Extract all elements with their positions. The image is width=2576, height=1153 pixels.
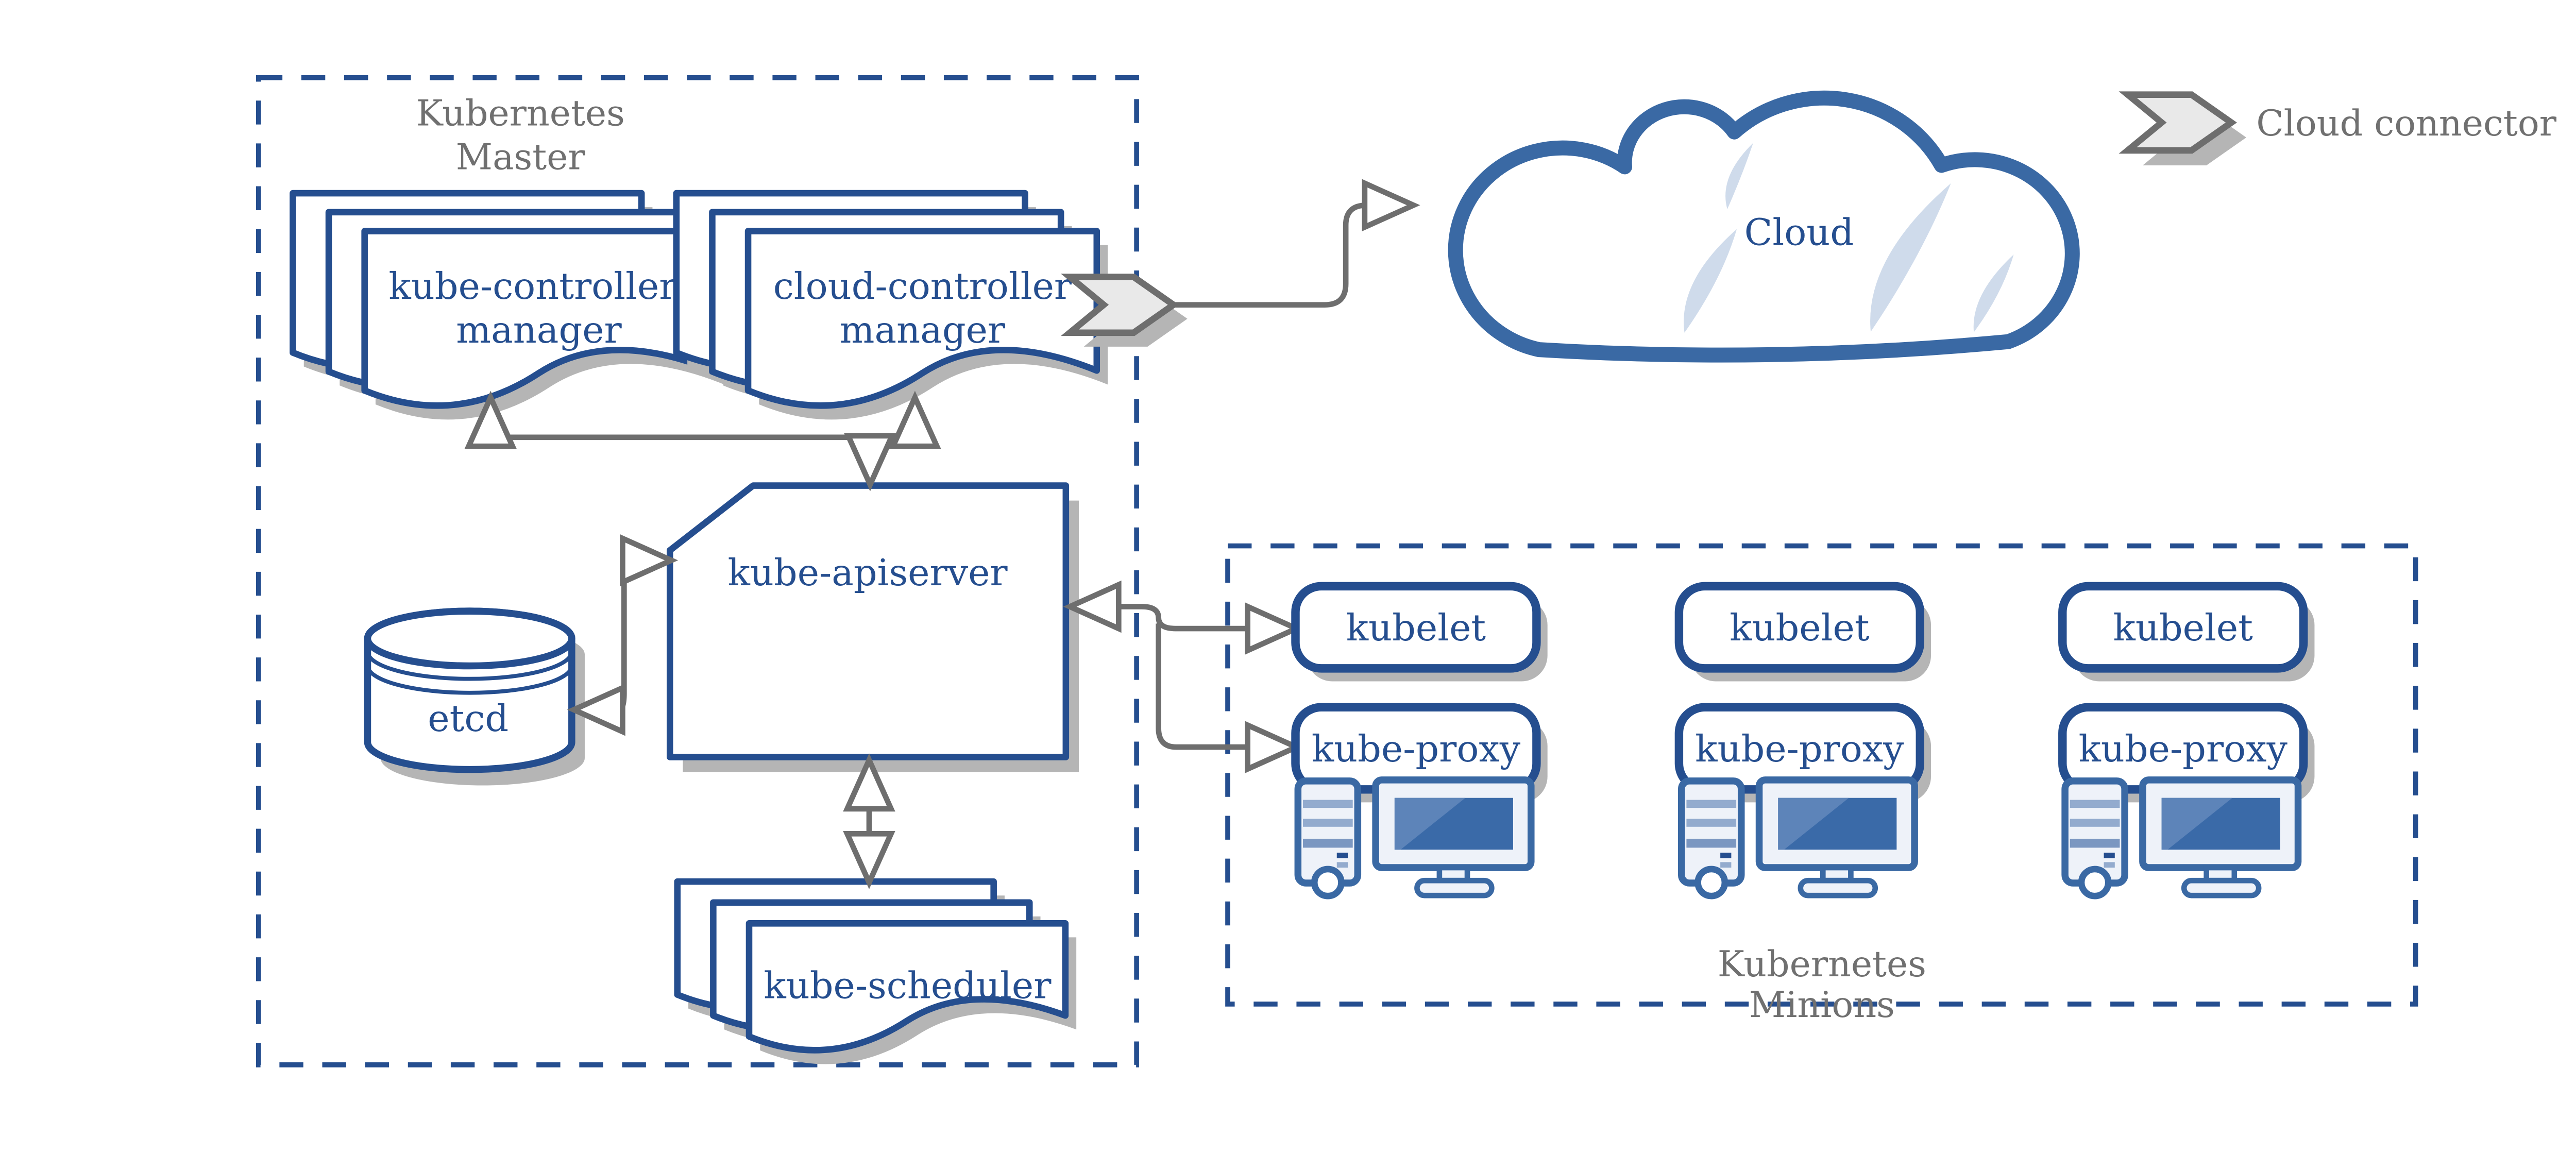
kube-proxy-label-1: kube-proxy bbox=[1312, 727, 1521, 770]
kube-controller-manager-stack: kube-controller- manager bbox=[293, 193, 724, 420]
minions-title-line1: Kubernetes bbox=[1718, 943, 1926, 985]
etcd-top-rim bbox=[364, 607, 575, 670]
kubernetes-architecture-diagram: kube-controller- manager cloud-controlle… bbox=[256, 75, 2557, 1067]
cloud-controller-manager-stack: cloud-controller manager bbox=[676, 193, 1108, 420]
kubelet-label-2: kubelet bbox=[1730, 606, 1870, 649]
minion-node-2: kubelet kube-proxy bbox=[1674, 582, 1931, 896]
cloud-crescent-3 bbox=[1870, 183, 1951, 332]
etcd-ring-1 bbox=[365, 651, 574, 681]
minions-title-line2: Minions bbox=[1749, 984, 1895, 1026]
cloud-label: Cloud bbox=[1744, 211, 1854, 254]
kube-scheduler-label: kube-scheduler bbox=[764, 964, 1052, 1007]
etcd-ring-2 bbox=[365, 665, 574, 695]
computer-icon-2 bbox=[1682, 780, 1914, 896]
legend-label: Cloud connector bbox=[2256, 103, 2556, 144]
master-title-line1: Kubernetes bbox=[416, 93, 625, 134]
kube-proxy-label-3: kube-proxy bbox=[2079, 727, 2288, 770]
arrow-into-apiserver-left bbox=[622, 538, 671, 582]
arrow-into-kubelet bbox=[1248, 606, 1297, 650]
arrow-into-kube-proxy bbox=[1248, 725, 1297, 769]
kubelet-box-1 bbox=[1291, 582, 1541, 673]
etcd-cylinder: etcd bbox=[364, 607, 585, 786]
cloud-crescent-1 bbox=[1725, 143, 1753, 210]
cloud-controller-manager-label-line1: cloud-controller bbox=[773, 265, 1072, 308]
cloud-controller-manager-label-line2: manager bbox=[840, 309, 1006, 351]
computer-icon-1 bbox=[1298, 780, 1531, 896]
kubelet-box-2 bbox=[1674, 582, 1925, 673]
cloud-connector-line bbox=[1171, 202, 1367, 308]
kubelet-box-3 bbox=[2058, 582, 2308, 673]
kube-controller-manager-label-line2: manager bbox=[456, 309, 622, 351]
minion-node-3: kubelet kube-proxy bbox=[2058, 582, 2315, 896]
kube-proxy-label-2: kube-proxy bbox=[1695, 727, 1904, 770]
apiserver-kubeproxy-connector bbox=[1156, 623, 1248, 750]
kubelet-label-1: kubelet bbox=[1346, 606, 1486, 649]
kube-controller-manager-label-line1: kube-controller- bbox=[388, 265, 689, 308]
minion-node-1: kubelet kube-proxy bbox=[1291, 582, 1548, 896]
kube-apiserver-box: kube-apiserver bbox=[670, 486, 1079, 772]
kube-apiserver-label: kube-apiserver bbox=[728, 551, 1008, 594]
kube-scheduler-stack: kube-scheduler bbox=[677, 881, 1077, 1064]
apiserver-kubelet-connector bbox=[1118, 604, 1248, 632]
cloud-crescent-4 bbox=[1973, 255, 2014, 332]
arrow-into-kube-scheduler bbox=[847, 834, 891, 883]
arrow-into-apiserver-top bbox=[848, 436, 892, 485]
cloud-crescent-2 bbox=[1684, 229, 1737, 333]
kubelet-label-3: kubelet bbox=[2113, 606, 2253, 649]
legend: Cloud connector bbox=[2128, 95, 2557, 165]
kubernetes-master-boundary bbox=[256, 75, 1139, 1067]
master-title-line2: Master bbox=[456, 137, 586, 178]
cloud-shape: Cloud bbox=[1448, 90, 2080, 363]
etcd-label: etcd bbox=[428, 697, 509, 740]
computer-icon-3 bbox=[2065, 780, 2298, 896]
kubernetes-minions-boundary bbox=[1225, 543, 2418, 1007]
arrow-into-cloud bbox=[1365, 183, 1414, 227]
